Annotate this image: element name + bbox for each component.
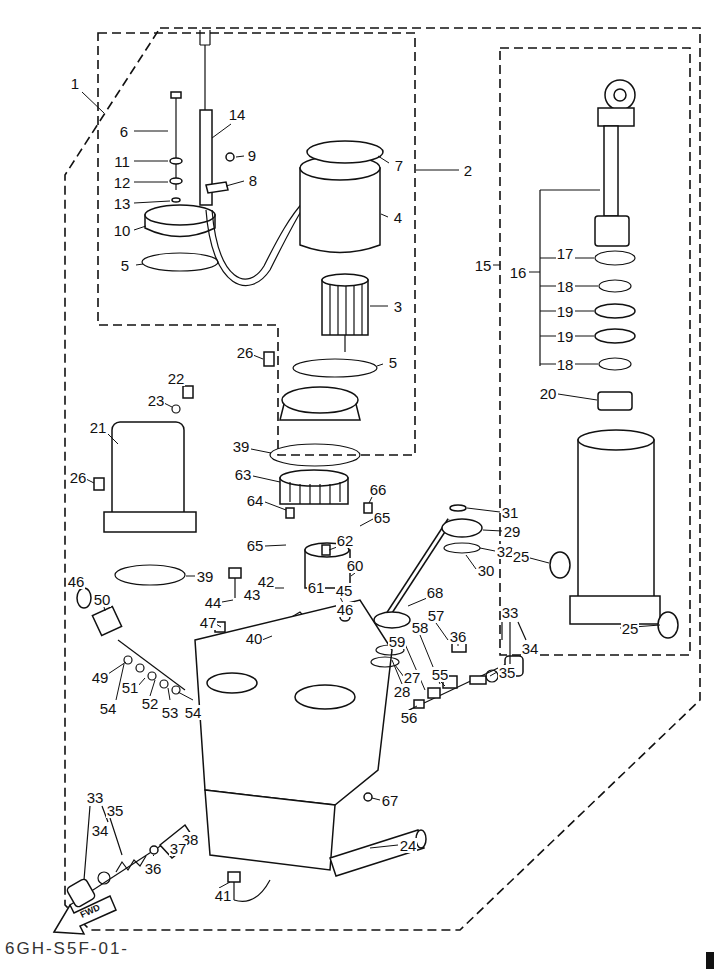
callout-number: 7 bbox=[394, 158, 404, 173]
callout-number: 54 bbox=[99, 701, 118, 716]
callout-number: 19 bbox=[556, 329, 575, 344]
callout-number: 6 bbox=[119, 124, 129, 139]
callout-number: 62 bbox=[336, 533, 355, 548]
callout-number: 5 bbox=[388, 355, 398, 370]
callout-number: 3 bbox=[393, 299, 403, 314]
callout-number: 35 bbox=[106, 803, 125, 818]
left-valve-parts bbox=[77, 588, 185, 694]
motor-parts bbox=[142, 30, 383, 420]
callout-number: 10 bbox=[113, 223, 132, 238]
callout-number: 2 bbox=[463, 163, 473, 178]
callout-number: 35 bbox=[498, 665, 517, 680]
callout-number: 1 bbox=[70, 76, 80, 91]
callout-number: 30 bbox=[477, 563, 496, 578]
callout-number: 65 bbox=[373, 510, 392, 525]
callout-number: 68 bbox=[426, 585, 445, 600]
callout-number: 34 bbox=[521, 641, 540, 656]
callout-number: 28 bbox=[393, 684, 412, 699]
callout-number: 45 bbox=[335, 583, 354, 598]
callout-number: 4 bbox=[393, 210, 403, 225]
callout-number: 36 bbox=[144, 861, 163, 876]
callout-number: 34 bbox=[91, 823, 110, 838]
callout-number: 66 bbox=[369, 482, 388, 497]
callout-number: 47 bbox=[199, 615, 218, 630]
callout-number: 60 bbox=[346, 558, 365, 573]
callout-number: 33 bbox=[86, 790, 105, 805]
callout-number: 64 bbox=[246, 493, 265, 508]
callout-number: 61 bbox=[307, 580, 326, 595]
callout-number: 9 bbox=[247, 148, 257, 163]
callout-number: 65 bbox=[246, 538, 265, 553]
callout-number: 26 bbox=[236, 345, 255, 360]
callout-number: 21 bbox=[89, 420, 108, 435]
callout-number: 55 bbox=[431, 667, 450, 682]
callout-number: 23 bbox=[147, 393, 166, 408]
callout-number: 19 bbox=[556, 304, 575, 319]
callout-number: 22 bbox=[167, 371, 186, 386]
callout-number: 36 bbox=[449, 629, 468, 644]
callout-number: 18 bbox=[556, 357, 575, 372]
callout-number: 5 bbox=[120, 258, 130, 273]
callout-number: 39 bbox=[232, 439, 251, 454]
drawing-code: 6GH-S5F-01- bbox=[4, 940, 130, 957]
callout-number: 50 bbox=[93, 592, 112, 607]
direction-label: FWD bbox=[78, 903, 102, 921]
callout-number: 46 bbox=[336, 602, 355, 617]
callout-number: 44 bbox=[204, 595, 223, 610]
callout-number: 56 bbox=[400, 710, 419, 725]
motor-outline bbox=[98, 33, 415, 455]
callout-number: 52 bbox=[141, 696, 160, 711]
tilt-cylinder bbox=[550, 80, 678, 638]
callout-number: 17 bbox=[556, 246, 575, 261]
callout-number: 43 bbox=[243, 587, 262, 602]
corner-mark bbox=[706, 952, 714, 969]
callout-number: 63 bbox=[234, 467, 253, 482]
callout-number: 39 bbox=[196, 569, 215, 584]
callout-number: 18 bbox=[556, 279, 575, 294]
callout-number: 11 bbox=[113, 154, 131, 169]
callout-number: 51 bbox=[121, 680, 140, 695]
callout-number: 27 bbox=[403, 670, 422, 685]
callout-number: 46 bbox=[67, 574, 86, 589]
callout-number: 14 bbox=[228, 107, 247, 122]
callout-number: 37 bbox=[169, 841, 188, 856]
callout-number: 24 bbox=[399, 838, 418, 853]
callout-number: 20 bbox=[539, 386, 558, 401]
callout-number: 49 bbox=[91, 670, 110, 685]
callout-number: 12 bbox=[113, 175, 132, 190]
forward-arrow bbox=[54, 896, 116, 934]
callout-number: 16 bbox=[509, 265, 528, 280]
leader-line bbox=[82, 92, 660, 888]
callout-number: 33 bbox=[501, 605, 520, 620]
assembly-outline bbox=[65, 28, 700, 930]
cylinder-outline bbox=[500, 48, 690, 655]
callout-number: 8 bbox=[248, 173, 258, 188]
bracket bbox=[540, 190, 600, 366]
callout-number: 58 bbox=[411, 620, 430, 635]
callout-number: 54 bbox=[184, 705, 203, 720]
callout-number: 41 bbox=[214, 888, 233, 903]
right-valve-parts bbox=[405, 640, 523, 712]
callout-number: 40 bbox=[245, 631, 264, 646]
callout-number: 25 bbox=[621, 621, 640, 636]
callout-number: 29 bbox=[503, 524, 522, 539]
callout-number: 31 bbox=[501, 505, 520, 520]
callout-number: 15 bbox=[474, 258, 493, 273]
callout-number: 59 bbox=[388, 634, 407, 649]
callout-number: 25 bbox=[512, 549, 531, 564]
callout-number: 57 bbox=[427, 608, 446, 623]
callout-number: 53 bbox=[161, 705, 180, 720]
callout-number: 67 bbox=[381, 793, 400, 808]
callout-number: 26 bbox=[69, 470, 88, 485]
callout-number: 13 bbox=[113, 196, 132, 211]
